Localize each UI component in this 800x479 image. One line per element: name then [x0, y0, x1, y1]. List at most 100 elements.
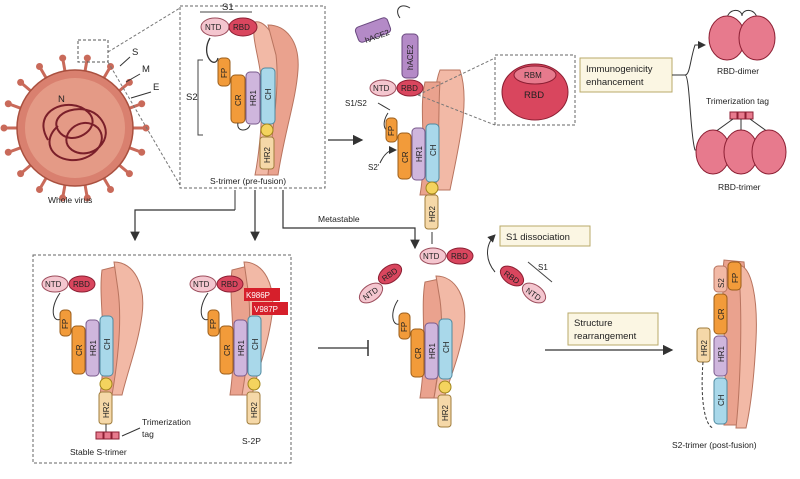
receptor-fp: [385, 117, 398, 143]
shed-hr2-label: HR2: [441, 404, 450, 421]
virus-spike-head: [83, 54, 91, 62]
virus-spike-stem: [118, 82, 129, 92]
e-pointer: [130, 91, 152, 99]
post-ch: [713, 377, 728, 425]
rbd-trimer: Trimerization tag RBD-trimer: [695, 96, 787, 192]
shed-ch: [438, 318, 453, 380]
virus-spike-stem: [83, 184, 89, 197]
s2p-ch: [247, 315, 262, 377]
post-hr2-label: HR2: [700, 339, 709, 356]
dissoc-ntd: [419, 247, 447, 265]
free-ntd: [521, 282, 547, 304]
stable-trimer-caption: Stable S-trimer: [70, 447, 127, 457]
postfusion-caption: S2-trimer (post-fusion): [672, 440, 757, 450]
rearrangement-line2: rearrangement: [574, 331, 637, 342]
s-pointer: [119, 56, 131, 67]
virus-spike-head: [83, 194, 91, 202]
prefusion-box: [179, 5, 326, 189]
prefusion-fp-label: FP: [220, 68, 229, 78]
receptor-hr2: [424, 194, 439, 230]
virus-spike-stem: [21, 82, 32, 92]
receptor-rbd: [396, 79, 424, 97]
shed-hinge: [438, 380, 452, 394]
dimer-linker: [726, 10, 758, 21]
inhibition-marker: [318, 340, 369, 356]
rbd-trimer-caption: RBD-trimer: [718, 182, 761, 192]
stable-tag-2: [103, 431, 112, 440]
mutation-k986p: [244, 288, 280, 301]
prefusion-protomer-right: [267, 24, 299, 176]
receptor-bound-spike: hACE2 hACE2 NTD RBD S1/S2 FP CR HR1 CH S…: [345, 5, 496, 230]
arrow-to-stable-trimer: [130, 209, 235, 242]
virus-spike-head: [125, 170, 133, 178]
prefusion-s1-label: S1: [222, 2, 234, 13]
stabilized-box: [32, 254, 292, 464]
stable-rbd-label: RBD: [73, 280, 90, 289]
trimer-tag-3: [745, 111, 754, 120]
s1s2-pointer: [377, 102, 391, 111]
virus-spikes: [0, 54, 150, 202]
stable-protomer-right: [111, 261, 144, 396]
dimer-rbd-right: [738, 15, 776, 61]
stable-cr: [71, 325, 86, 375]
mutation-k986p-label: K986P: [246, 291, 270, 300]
stable-rbd: [68, 275, 96, 293]
whole-virus: S M E N Whole virus: [0, 7, 181, 205]
prefusion-cr-label: CR: [234, 94, 243, 106]
stable-ch: [99, 315, 114, 377]
receptor-hr1-label: HR1: [415, 145, 424, 162]
rbm-ellipse: [513, 65, 557, 85]
label-n: N: [58, 94, 65, 105]
stable-ch-label: CH: [103, 338, 112, 350]
virus-spike-stem: [118, 164, 129, 174]
virus-spike-stem: [128, 102, 141, 110]
trimerization-tag-top-caption: Trimerization tag: [706, 96, 769, 106]
prefusion-loop: [237, 122, 251, 131]
stable-cr-label: CR: [75, 344, 84, 356]
immunogenicity-note: Immunogenicity enhancement: [579, 41, 706, 154]
arrow-to-trimer: [684, 74, 706, 154]
immunogenicity-box: [579, 57, 673, 93]
rbm-label: RBM: [524, 71, 542, 80]
stable-trimer: NTD RBD FP CR HR1 CH HR2 Trimerization t…: [41, 261, 191, 457]
hace2-label-2: hACE2: [406, 44, 415, 70]
shed-hr2: [437, 394, 452, 428]
post-s2-label: S2: [717, 278, 726, 288]
s2prime-pointer: [379, 146, 397, 164]
prefusion-rbd: [228, 17, 258, 37]
receptor-hr2-label: HR2: [428, 205, 437, 222]
stable-fp-label: FP: [61, 319, 70, 329]
shed-fp-label: FP: [400, 322, 409, 332]
s2p-ntd-label: NTD: [193, 280, 210, 289]
stable-tag-1: [95, 431, 104, 440]
s2p-ch-label: CH: [251, 338, 260, 350]
virus-spike-stem: [9, 146, 22, 154]
dissoc-rbd: [446, 247, 474, 265]
post-protomer-right: [735, 264, 757, 429]
trimer-tag-2: [737, 111, 746, 120]
free-rbd: [499, 265, 525, 287]
s2p-cr-label: CR: [223, 344, 232, 356]
s2p-hinge: [247, 377, 261, 391]
s2p-hr1-label: HR1: [237, 339, 246, 356]
mutation-v987p-label: V987P: [254, 305, 278, 314]
virus-spike-head: [138, 100, 146, 108]
post-ch-label: CH: [717, 394, 726, 406]
s2p-ntd: [189, 275, 217, 293]
post-fp-label: FP: [731, 273, 740, 283]
virus-spike-stem: [83, 59, 89, 72]
trimerization-tag-pointer: [121, 427, 141, 437]
zoom-line-top: [107, 7, 181, 53]
trimer-tag-1: [729, 111, 738, 120]
s2p-fp: [207, 309, 220, 337]
virus-spike-head: [59, 54, 67, 62]
shed-fp: [398, 312, 411, 340]
shed-rbd: [377, 263, 403, 285]
whole-virus-caption: Whole virus: [48, 195, 92, 205]
arrow-to-dimer: [672, 41, 706, 76]
shed-ch-label: CH: [442, 341, 451, 353]
s2p-rbd: [216, 275, 244, 293]
s2p-hr2: [246, 391, 261, 425]
virus-spike-head: [142, 124, 150, 132]
shed-hr1-label: HR1: [428, 342, 437, 359]
